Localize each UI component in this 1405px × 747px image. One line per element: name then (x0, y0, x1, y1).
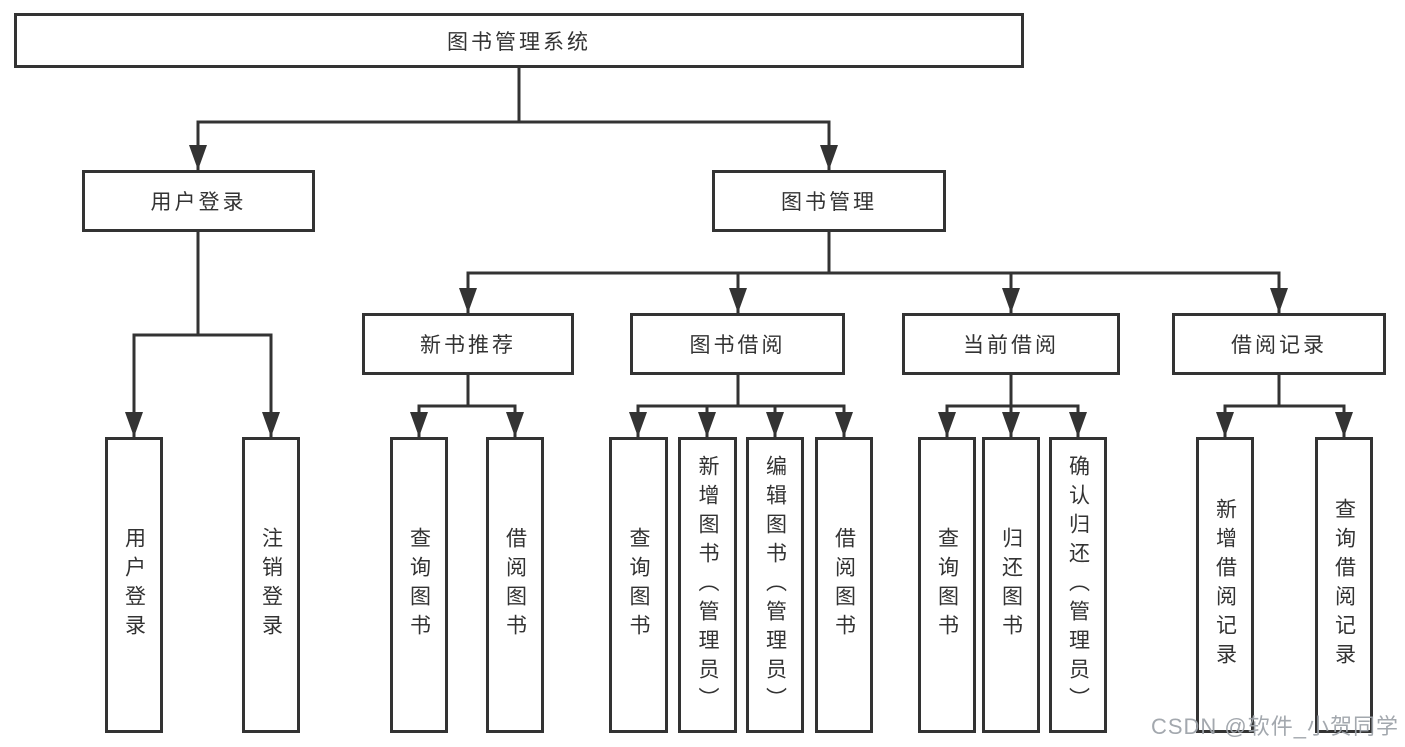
watermark: CSDN @软件_小贺同学 (1150, 714, 1399, 739)
leaf-add-borrow-record: 新增借阅记录 (1196, 437, 1254, 733)
leaf-label: 借阅图书 (503, 527, 527, 643)
leaf-query-borrow-record: 查询借阅记录 (1315, 437, 1373, 733)
node-library-management-system: 图书管理系统 (14, 13, 1024, 68)
leaf-label: 归还图书 (999, 527, 1023, 643)
leaf-query-books-recommend: 查询图书 (390, 437, 448, 733)
leaf-label: 查询借阅记录 (1332, 498, 1356, 672)
node-book-borrow: 图书借阅 (630, 313, 845, 375)
leaf-label: 用户登录 (122, 527, 146, 643)
leaf-label: 编辑图书（管理员） (763, 454, 787, 716)
leaf-add-book-admin: 新增图书（管理员） (678, 437, 737, 733)
leaf-label: 查询图书 (407, 527, 431, 643)
leaf-confirm-return-admin: 确认归还（管理员） (1049, 437, 1107, 733)
node-new-book-recommend: 新书推荐 (362, 313, 574, 375)
leaf-label: 注销登录 (259, 527, 283, 643)
node-borrow-records: 借阅记录 (1172, 313, 1386, 375)
leaf-label: 新增图书（管理员） (696, 454, 719, 716)
leaf-borrow-books: 借阅图书 (815, 437, 873, 733)
leaf-query-books-current: 查询图书 (918, 437, 976, 733)
node-book-management-branch: 图书管理 (712, 170, 946, 232)
leaf-label: 查询图书 (627, 527, 650, 643)
leaf-label: 确认归还（管理员） (1066, 454, 1090, 716)
leaf-user-login: 用户登录 (105, 437, 163, 733)
leaf-label: 查询图书 (935, 527, 959, 643)
node-user-login-branch: 用户登录 (82, 170, 315, 232)
leaf-logout: 注销登录 (242, 437, 300, 733)
leaf-label: 借阅图书 (832, 527, 856, 643)
leaf-edit-book-admin: 编辑图书（管理员） (746, 437, 804, 733)
leaf-query-books-borrow: 查询图书 (609, 437, 668, 733)
leaf-borrow-books-recommend: 借阅图书 (486, 437, 544, 733)
node-current-borrow: 当前借阅 (902, 313, 1120, 375)
leaf-return-book: 归还图书 (982, 437, 1040, 733)
leaf-label: 新增借阅记录 (1213, 498, 1237, 672)
